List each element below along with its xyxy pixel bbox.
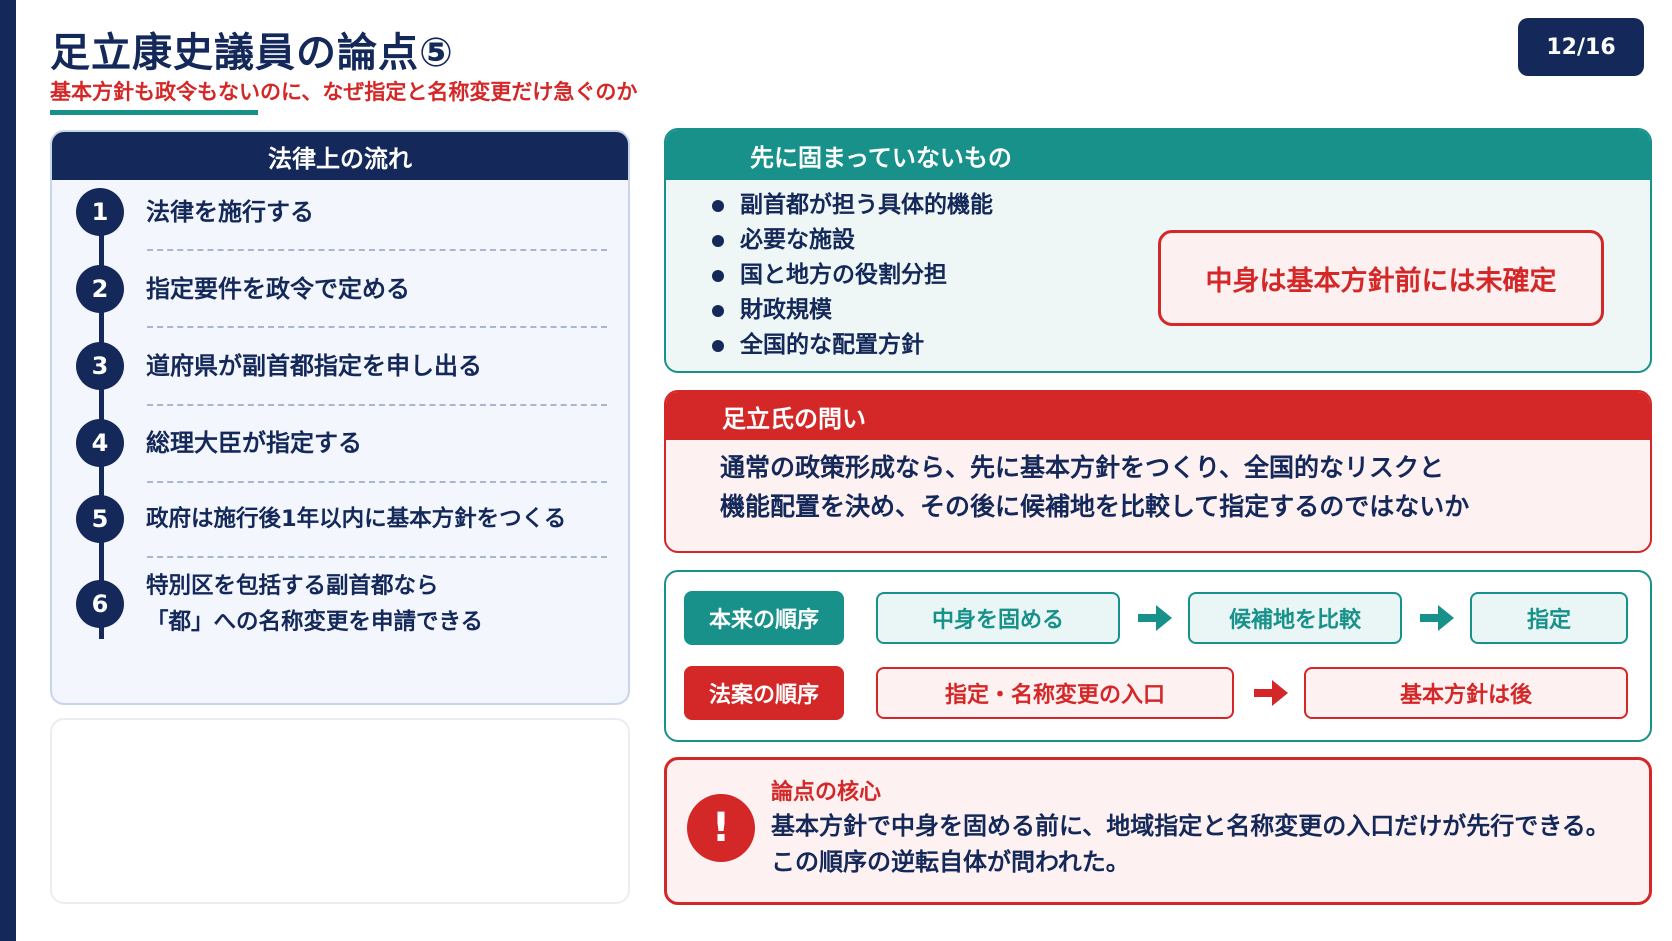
proper-order-step: 指定 [1470,592,1628,644]
empty-panel [50,718,630,904]
step-number: 2 [76,265,124,313]
flow-step-2: 2 指定要件を政令で定める [76,265,606,313]
step-text: 総理大臣が指定する [146,429,362,457]
arrow-right-icon [1138,605,1172,631]
step-text: 特別区を包括する副首都なら 「都」への名称変更を申請できる [146,568,483,640]
step-divider [147,326,607,328]
proper-order-step: 中身を固める [876,592,1120,644]
list-item: 財政規模 [712,293,993,328]
core-issue-text: 基本方針で中身を固める前に、地域指定と名称変更の入口だけが先行できる。 この順序… [771,808,1610,880]
not-fixed-list: 副首都が担う具体的機能 必要な施設 国と地方の役割分担 財政規模 全国的な配置方… [712,188,993,363]
order-comparison-panel: 本来の順序 中身を固める 候補地を比較 指定 法案の順序 指定・名称変更の入口 … [664,570,1652,742]
step-divider [147,249,607,251]
page-title: 足立康史議員の論点⑤ [50,30,454,76]
bullet-icon [712,199,724,212]
step-number: 4 [76,419,124,467]
bullet-icon [712,234,724,247]
list-item: 国と地方の役割分担 [712,258,993,293]
list-item: 副首都が担う具体的機能 [712,188,993,223]
bill-order-step: 指定・名称変更の入口 [876,667,1234,719]
bullet-icon [712,304,724,317]
not-fixed-title: 先に固まっていないもの [666,130,1650,180]
flow-step-3: 3 道府県が副首都指定を申し出る [76,342,606,390]
core-issue-line: 基本方針で中身を固める前に、地域指定と名称変更の入口だけが先行できる。 [771,812,1610,840]
not-fixed-panel: 先に固まっていないもの 副首都が担う具体的機能 必要な施設 国と地方の役割分担 … [664,128,1652,373]
flow-step-1: 1 法律を施行する [76,188,606,236]
page-subtitle: 基本方針も政令もないのに、なぜ指定と名称変更だけ急ぐのか [50,80,638,104]
step-text: 指定要件を政令で定める [146,275,410,303]
step-number: 1 [76,188,124,236]
question-body: 通常の政策形成なら、先に基本方針をつくり、全国的なリスクと 機能配置を決め、その… [666,440,1650,526]
step-text-line: 「都」への名称変更を申請できる [146,609,484,635]
list-item: 必要な施設 [712,223,993,258]
question-title: 足立氏の問い [666,392,1650,440]
list-item: 全国的な配置方針 [712,328,993,363]
arrow-right-icon [1420,605,1454,631]
step-divider [147,556,607,558]
step-number: 6 [76,580,124,628]
page-indicator-badge: 12/16 [1518,18,1644,76]
question-panel: 足立氏の問い 通常の政策形成なら、先に基本方針をつくり、全国的なリスクと 機能配… [664,390,1652,553]
question-line: 機能配置を決め、その後に候補地を比較して指定するのではないか [720,492,1470,521]
flow-step-6: 6 特別区を包括する副首都なら 「都」への名称変更を申請できる [76,568,606,640]
proper-order-label: 本来の順序 [684,591,844,645]
flow-step-5: 5 政府は施行後1年以内に基本方針をつくる [76,495,606,543]
step-divider [147,481,607,483]
step-divider [147,404,607,406]
bullet-icon [712,339,724,352]
bullet-icon [712,269,724,282]
left-accent-bar [0,0,16,941]
question-line: 通常の政策形成なら、先に基本方針をつくり、全国的なリスクと [720,453,1445,482]
core-issue-line: この順序の逆転自体が問われた。 [771,848,1130,876]
step-number: 5 [76,495,124,543]
legal-flow-title: 法律上の流れ [52,132,628,180]
undetermined-callout: 中身は基本方針前には未確定 [1158,230,1604,326]
bill-order-label: 法案の順序 [684,666,844,720]
legal-flow-panel: 法律上の流れ 1 法律を施行する 2 指定要件を政令で定める 3 道府県が副首都… [50,130,630,705]
step-text: 法律を施行する [146,198,314,226]
step-text: 政府は施行後1年以内に基本方針をつくる [146,506,567,532]
core-issue-panel: ! 論点の核心 基本方針で中身を固める前に、地域指定と名称変更の入口だけが先行で… [664,757,1652,905]
subtitle-underline [50,110,258,115]
proper-order-step: 候補地を比較 [1188,592,1402,644]
arrow-right-icon [1254,680,1288,706]
exclamation-icon: ! [687,794,755,862]
bill-order-step: 基本方針は後 [1304,667,1628,719]
step-text: 道府県が副首都指定を申し出る [146,352,482,380]
flow-step-4: 4 総理大臣が指定する [76,419,606,467]
step-number: 3 [76,342,124,390]
step-text-line: 特別区を包括する副首都なら [146,573,439,599]
core-issue-title: 論点の核心 [771,780,882,805]
